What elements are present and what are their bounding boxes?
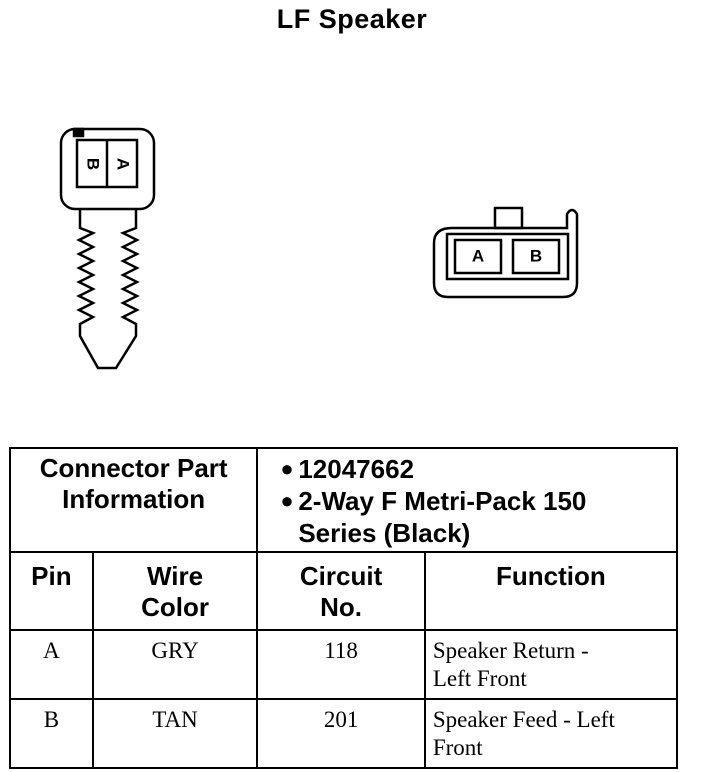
header-wire-color-line2: Color <box>141 592 210 622</box>
left-pin-label-a: A <box>114 158 133 170</box>
header-circuit-line2: No. <box>320 592 363 622</box>
part-info-row: Connector Part Information ● 12047662 ● … <box>8 447 678 553</box>
right-pin-label-a: A <box>472 246 484 265</box>
part-info-value-cell: ● 12047662 ● 2-Way F Metri-Pack 150 Seri… <box>256 447 678 553</box>
left-connector-lock-tab <box>72 127 85 138</box>
part-info-label-line1: Connector Part <box>39 453 228 483</box>
right-pin-label-b: B <box>530 246 542 265</box>
left-connector: B A <box>59 127 156 370</box>
header-wire-color: Wire Color <box>91 551 259 631</box>
right-connector-cavity-a <box>453 238 503 275</box>
table-row: A GRY 118 Speaker Return - Left Front <box>9 629 679 700</box>
part-number: 12047662 <box>298 454 415 484</box>
row-a-wire-color: GRY <box>91 629 259 700</box>
row-b-wire-color: TAN <box>91 698 259 769</box>
part-description-item: ● 2-Way F Metri-Pack 150 <box>280 485 676 517</box>
right-connector-cavity-b <box>511 238 561 275</box>
header-wire-color-line1: Wire <box>147 561 204 591</box>
row-a-function-line1: Speaker Return - <box>432 638 589 663</box>
page-title: LF Speaker <box>276 4 428 34</box>
header-function-label: Function <box>496 561 606 591</box>
row-a-pin: A <box>9 629 94 700</box>
row-a-function-line2: Left Front <box>432 666 527 691</box>
part-number-item: ● 12047662 <box>280 453 676 485</box>
row-b-function: Speaker Feed - Left Front <box>423 698 679 769</box>
header-function: Function <box>423 551 679 631</box>
right-connector-inner <box>445 232 570 281</box>
part-description-continued: Series (Black) <box>298 517 676 549</box>
row-b-function-line2: Front <box>432 735 483 760</box>
header-circuit: Circuit No. <box>256 551 426 631</box>
left-connector-body <box>59 127 156 211</box>
left-wire-outline <box>76 210 140 370</box>
column-header-row: Pin Wire Color Circuit No. Function <box>9 551 679 631</box>
header-pin-label: Pin <box>31 561 72 591</box>
right-connector-shell <box>432 208 579 299</box>
row-b-pin: B <box>9 698 94 769</box>
right-connector-latch <box>493 206 524 230</box>
row-a-circuit: 118 <box>256 629 426 700</box>
part-info-label-cell: Connector Part Information <box>8 447 259 553</box>
bullet-icon: ● <box>280 456 294 481</box>
row-b-circuit: 201 <box>256 698 426 769</box>
table-row: B TAN 201 Speaker Feed - Left Front <box>9 698 679 769</box>
part-description-line2: Series (Black) <box>298 518 471 548</box>
part-info-label-line2: Information <box>62 484 206 514</box>
row-b-function-line1: Speaker Feed - Left <box>432 707 615 732</box>
bullet-icon: ● <box>280 488 294 513</box>
connector-diagram: B A A B <box>59 127 579 370</box>
part-description-line1: 2-Way F Metri-Pack 150 <box>298 486 587 516</box>
header-circuit-line1: Circuit <box>299 561 383 591</box>
header-pin: Pin <box>9 551 94 631</box>
left-pin-label-b: B <box>84 158 103 170</box>
row-a-function: Speaker Return - Left Front <box>423 629 679 700</box>
right-connector: A B <box>432 206 579 299</box>
connector-info-table: Connector Part Information ● 12047662 ● … <box>8 447 679 769</box>
